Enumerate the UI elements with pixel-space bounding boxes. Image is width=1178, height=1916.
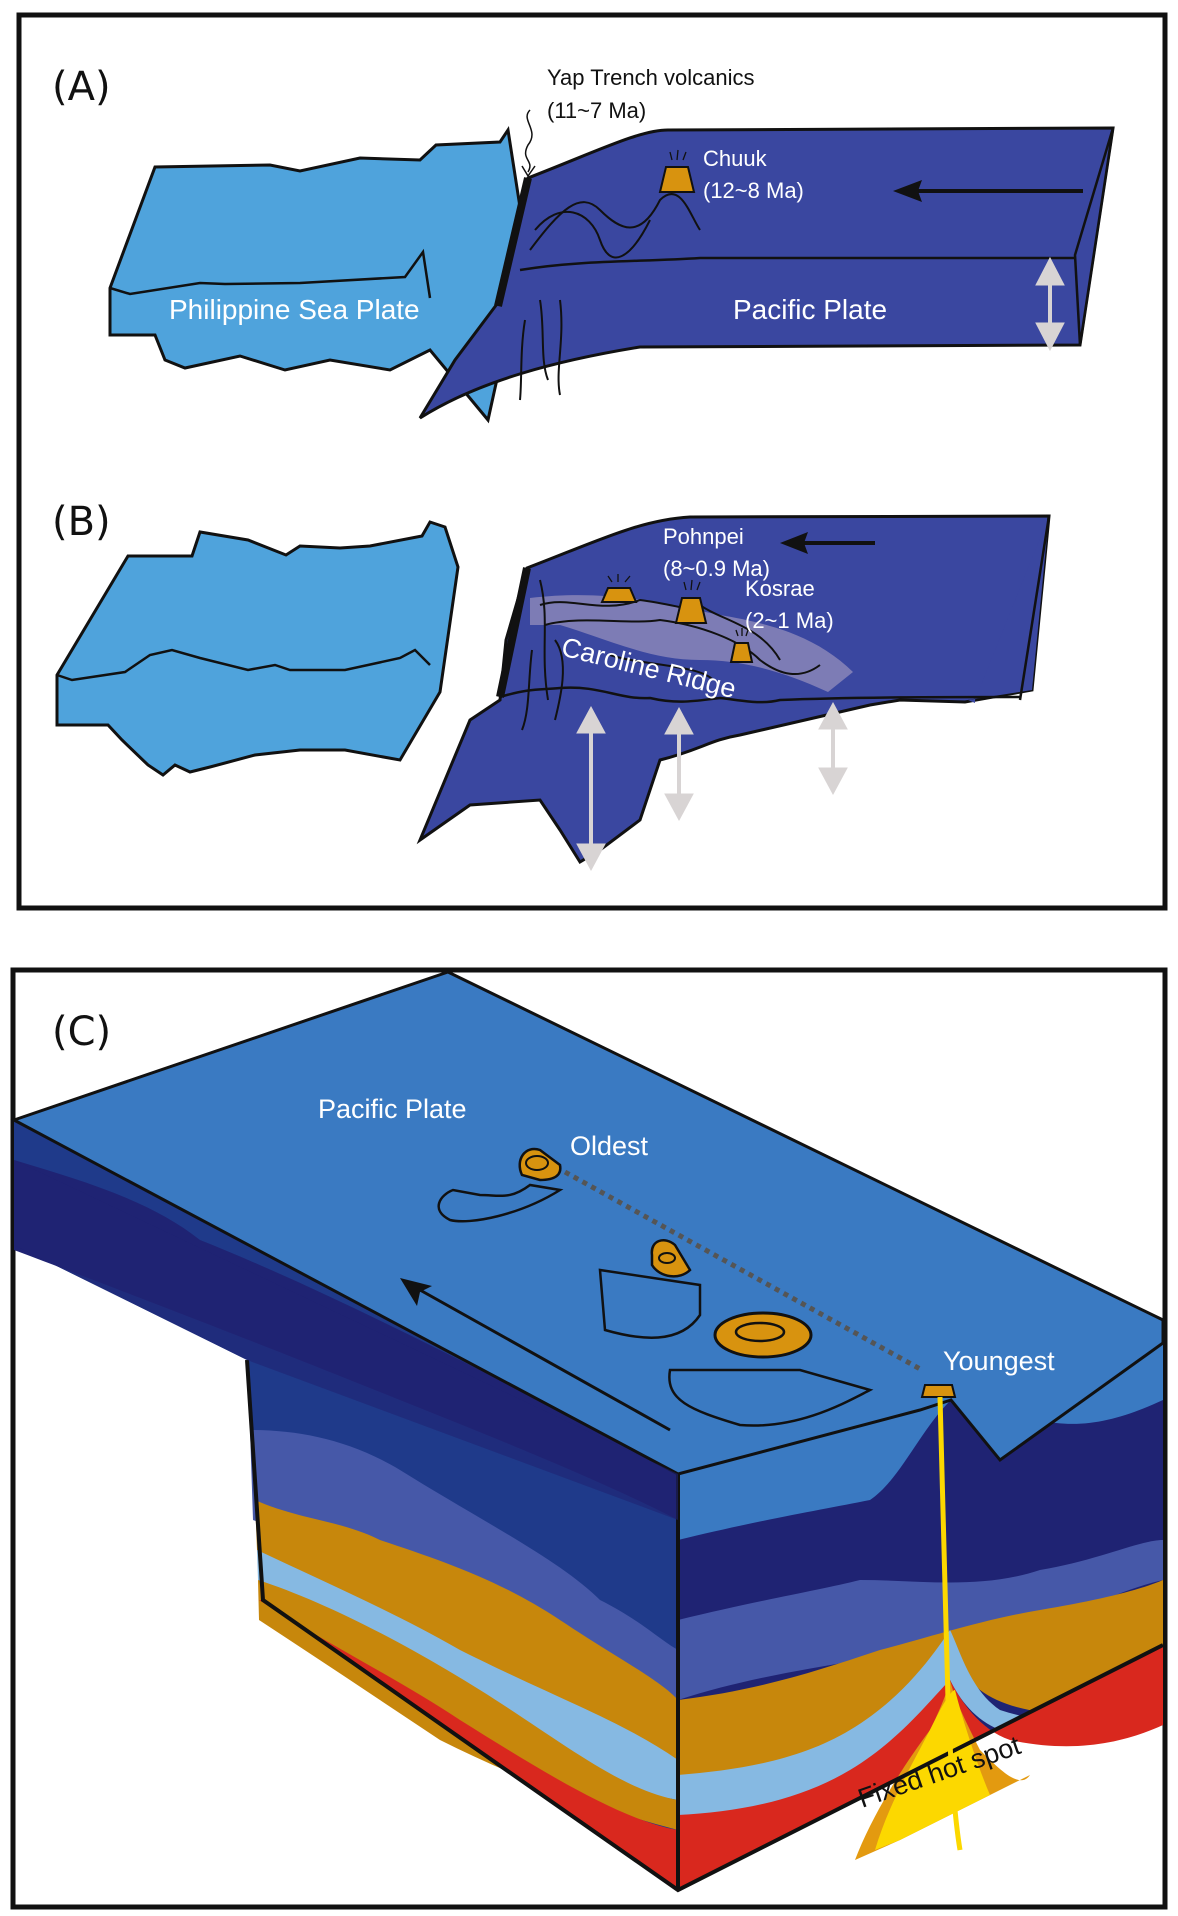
panel-a-letter: (A) [52,64,111,110]
panel-c-letter: (C) [52,1009,111,1055]
yap-label-line1: Yap Trench volcanics [547,65,754,90]
philippine-sea-plate-label: Philippine Sea Plate [169,294,420,325]
volcano-icon-kosrae [729,628,754,663]
plate-motion-arrowhead-b-icon [780,532,808,554]
pacific-plate-b-side [968,516,1049,703]
youngest-label: Youngest [943,1346,1055,1376]
pacific-plate-label-a: Pacific Plate [733,294,887,325]
seamount-outlines [437,1183,874,1427]
plate-motion-arrowhead-c-icon [400,1278,432,1306]
trench-line-b [496,567,531,698]
pohnpei-label-line1: Pohnpei [663,524,744,549]
philippine-sea-plate-b [55,520,460,777]
pacific-plate-b-edge [499,686,1021,704]
volcano-icon-chuuk [658,149,696,193]
philippine-plate-b-edge [56,648,431,682]
panel-b: (B) Caroline Ridge [52,499,1051,872]
island-oldest [518,1147,562,1182]
pacific-plate-a [418,126,1115,420]
yap-label-line2: (11~7 Ma) [547,98,646,123]
philippine-plate-a-edge [109,248,432,299]
pacific-plate-label-c: Pacific Plate [318,1094,467,1124]
panel-c: (C) Pacific Plate Oldest Youngest Fixed … [10,970,1165,1893]
oldest-label: Oldest [570,1131,649,1161]
magma-conduit [937,1396,963,1851]
yap-pointer-arrow [524,109,533,173]
island-younger [713,1311,813,1359]
volcano-icon-pohnpei [674,579,708,624]
plate-motion-arrow-c [419,1288,671,1432]
chuuk-label-line2: (12~8 Ma) [703,178,804,203]
block-edges-c [245,1359,1164,1893]
hotspot-track-dotted-line [563,1169,924,1373]
island-middle [650,1239,692,1278]
thickness-arrows-b [576,701,848,872]
panel-a: (A) Philippine Sea Plate Yap Trench volc… [52,64,1115,424]
pohnpei-label-line2: (8~0.9 Ma) [663,556,770,581]
pacific-plate-a-edge [519,256,1075,272]
pacific-plate-b-side-edge [1018,515,1051,701]
volcano-icon-b1 [600,574,638,603]
fault-lines-a [519,193,701,401]
thickness-arrow-a [1035,256,1065,352]
trench-line-a [494,177,532,307]
pacific-plate-top-face [10,970,1165,1476]
plate-motion-arrowhead-a-icon [893,180,922,202]
island-youngest [920,1384,957,1398]
slab-deep-layer [14,1160,678,1520]
yap-pointer-arrowhead-icon [521,165,536,178]
pacific-plate-a-side [1073,127,1115,346]
kosrae-label-line2: (2~1 Ma) [745,608,834,633]
kosrae-label-line1: Kosrae [745,576,815,601]
panel-b-letter: (B) [52,499,111,545]
chuuk-label-line1: Chuuk [703,146,768,171]
